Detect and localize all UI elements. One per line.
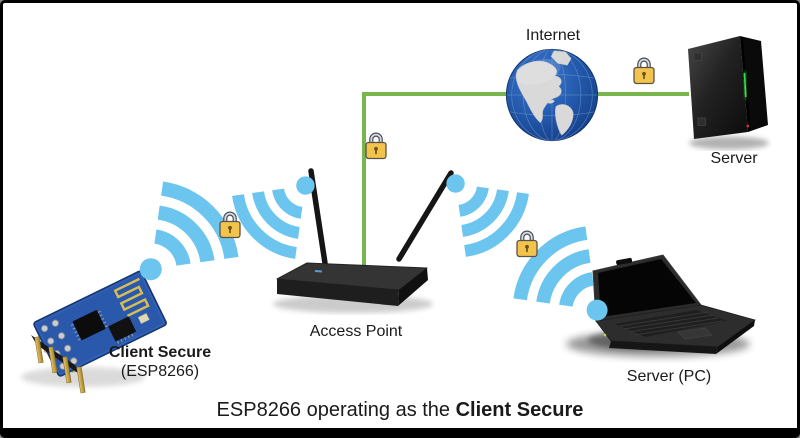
server-pc-label: Server (PC) — [626, 368, 712, 385]
padlock-icon-internet-server — [633, 55, 655, 85]
esp8266-module-icon — [21, 270, 167, 394]
laptop-icon — [566, 254, 756, 357]
diagram-caption: ESP8266 operating as the Client Secure — [3, 399, 797, 422]
server-tower-icon — [688, 36, 769, 150]
padlock-icon-ap-internet — [365, 130, 387, 160]
internet-globe-icon — [505, 48, 599, 142]
padlock-icon-esp-ap — [219, 209, 241, 239]
access-point-router-icon — [273, 168, 454, 313]
esp8266-sublabel: (ESP8266) — [120, 363, 200, 380]
caption-prefix: ESP8266 operating as the — [216, 399, 456, 421]
client-secure-label: Client Secure — [108, 344, 212, 361]
client-secure-label-group: Client Secure (ESP8266) — [109, 343, 211, 381]
internet-label: Internet — [525, 27, 581, 44]
padlock-icon-ap-laptop — [516, 228, 538, 258]
wifi-signal-icon-ap-left — [230, 169, 322, 261]
server-label: Server — [710, 150, 758, 167]
access-point-label: Access Point — [309, 323, 403, 340]
caption-highlight: Client Secure — [455, 399, 584, 421]
